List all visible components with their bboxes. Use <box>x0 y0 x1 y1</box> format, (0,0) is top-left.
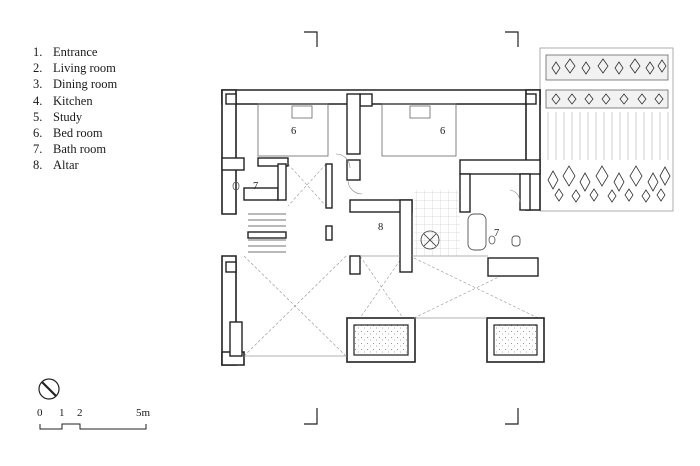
planter-icon <box>545 54 669 81</box>
courtyard-tiles <box>414 190 460 256</box>
tree-icon <box>420 230 440 250</box>
room-label-bedroom: 6 <box>440 126 445 137</box>
planter-icon <box>545 89 669 109</box>
garden-strip <box>539 47 674 212</box>
scale-tick-label: 5m <box>136 407 151 419</box>
legend-number: 1. <box>33 45 43 59</box>
legend-label: Bath room <box>53 142 107 157</box>
room-label-bathroom: 7 <box>253 181 258 192</box>
bathtub <box>467 213 521 251</box>
toilet-icon <box>232 181 496 245</box>
planter-box <box>346 317 416 363</box>
crop-marks <box>304 31 519 425</box>
legend-number: 3. <box>33 77 43 92</box>
room-label-bathroom: 7 <box>494 228 499 239</box>
scale-tick-label: 1 <box>59 407 65 419</box>
legend-label: Study <box>53 109 83 124</box>
door-swings <box>335 153 521 203</box>
north-arrow-icon <box>38 378 60 400</box>
legend-label: Dining room <box>53 77 118 92</box>
stairs <box>248 213 286 253</box>
legend-item: 2. Living room <box>33 60 183 76</box>
scale-tick-label: 2 <box>77 407 83 419</box>
room-label-altar: 8 <box>378 222 383 233</box>
room-legend: 1. Entrance 2. Living room 3. Dining room 4… <box>33 44 183 174</box>
legend-label: Entrance <box>53 45 98 59</box>
legend-label: Bed room <box>53 126 103 141</box>
scale-bar <box>39 423 147 430</box>
legend-item: 3. Dining room <box>33 76 183 92</box>
legend-number: 5. <box>33 109 43 124</box>
scale-tick-label: 0 <box>37 407 43 419</box>
legend-label: Altar <box>53 158 79 173</box>
legend-number: 2. <box>33 61 43 76</box>
legend-item: 4. Kitchen <box>33 93 183 109</box>
planter-icon <box>547 165 671 203</box>
planter-box <box>486 317 545 363</box>
legend-number: 6. <box>33 126 43 141</box>
railings <box>244 255 488 357</box>
beds <box>257 103 457 157</box>
legend-item: 7. Bath room <box>33 141 183 157</box>
legend-label: Living room <box>53 61 116 76</box>
interior-walls <box>221 93 541 277</box>
legend-item: 8. Altar <box>33 157 183 173</box>
legend-label: Kitchen <box>53 93 93 108</box>
legend-item: 6. Bed room <box>33 125 183 141</box>
exterior-walls <box>221 89 541 366</box>
legend-item: 1. Entrance <box>33 44 183 60</box>
legend-number: 8. <box>33 158 43 173</box>
legend-number: 4. <box>33 93 43 108</box>
room-label-bedroom: 6 <box>291 126 296 137</box>
legend-number: 7. <box>33 142 43 157</box>
legend-item: 5. Study <box>33 109 183 125</box>
